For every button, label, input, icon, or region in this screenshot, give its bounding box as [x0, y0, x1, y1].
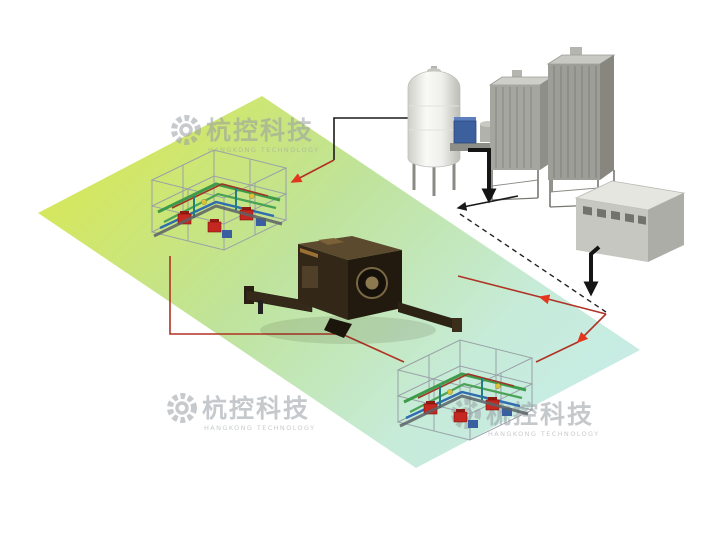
vertical-storage-tank: [407, 66, 469, 196]
flow-line-red-bottom-loop: [169, 256, 405, 363]
storage-silo-left: [488, 70, 554, 201]
flow-line-black-top: [333, 117, 430, 160]
flow-arrow-silo-discharge: [468, 148, 497, 204]
storage-silo-right: [546, 47, 616, 208]
flow-line-dashed: [459, 213, 607, 313]
main-processing-machine: [244, 236, 462, 338]
flow-line-red-supply: [576, 313, 607, 344]
control-building: [574, 180, 686, 262]
flow-arrow-red-to-upper-skid: [290, 159, 335, 183]
building-windows: [583, 206, 646, 225]
flow-arrow-building-discharge: [583, 245, 601, 297]
watermark: [170, 394, 316, 432]
flow-line-black-diagonal: [456, 195, 519, 211]
flow-line-red-return-tail: [457, 275, 541, 298]
flow-line-red-supply-tail: [535, 341, 579, 363]
flow-line-red-return: [538, 294, 607, 315]
